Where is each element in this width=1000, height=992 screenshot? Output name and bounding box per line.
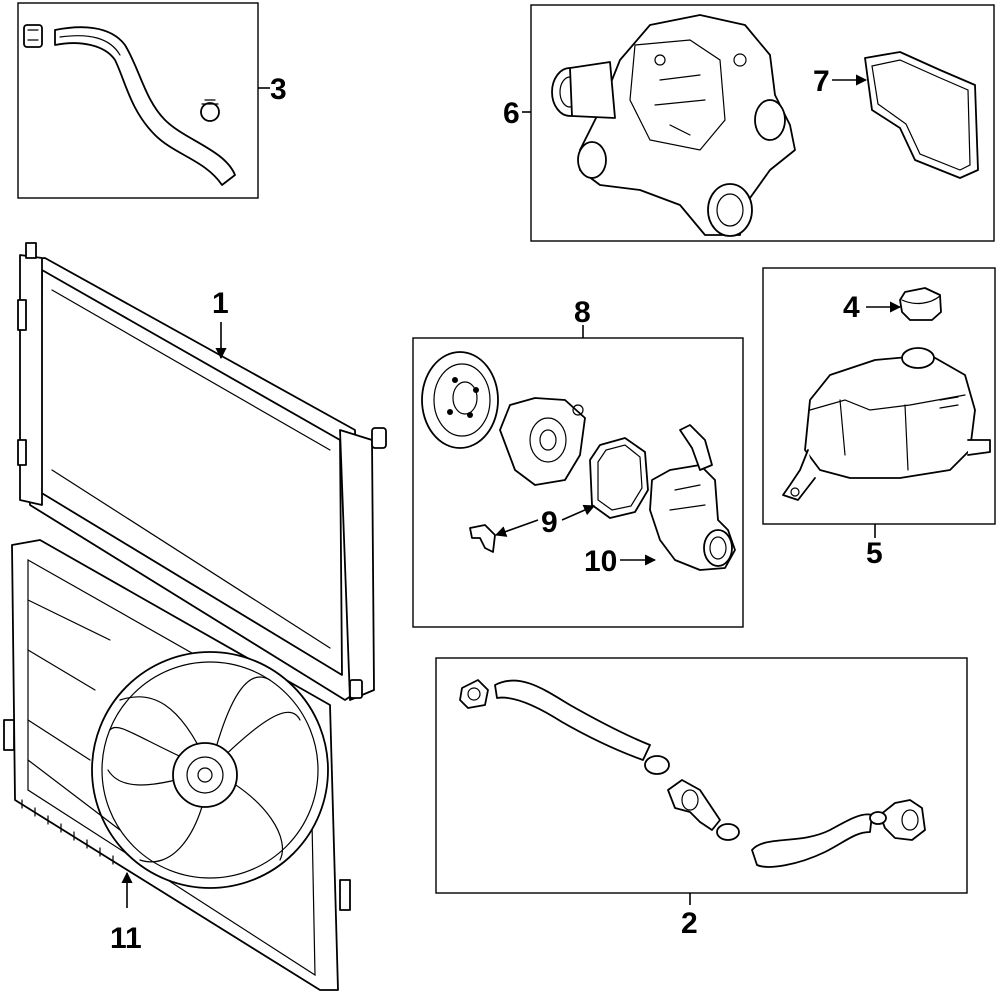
callout-10[interactable]: 10 [584,545,617,578]
reservoir-frame [762,267,996,525]
water-pump-assembly-icon[interactable] [421,351,586,486]
callout-2[interactable]: 2 [681,907,698,940]
thermostat-housing-icon[interactable] [551,14,796,237]
callout-8[interactable]: 8 [574,296,591,329]
water-pump-frame [412,337,744,628]
fan-shroud-icon[interactable] [3,539,351,991]
pump-gasket-icon[interactable] [469,437,649,553]
housing-gasket-icon[interactable] [864,51,979,179]
callout-7[interactable]: 7 [813,65,830,98]
leader-9-left [494,519,539,537]
callout-11[interactable]: 11 [110,922,142,955]
callout-5[interactable]: 5 [866,537,883,570]
callout-1[interactable]: 1 [212,287,229,320]
callout-6[interactable]: 6 [503,97,520,130]
callout-4[interactable]: 4 [843,291,860,324]
leader-9-right [561,504,596,521]
radiator-icon[interactable] [17,242,387,701]
lower-hose-frame [435,657,968,894]
upper-hose-frame [17,2,259,199]
pump-housing-icon[interactable] [649,424,736,571]
coolant-reservoir-icon[interactable] [782,347,991,501]
reservoir-cap-icon[interactable] [899,287,942,321]
lower-hose-icon[interactable] [459,679,926,868]
callout-3[interactable]: 3 [270,73,287,106]
upper-hose-icon[interactable] [23,24,236,186]
thermostat-frame [530,4,995,242]
callout-9[interactable]: 9 [541,506,558,539]
